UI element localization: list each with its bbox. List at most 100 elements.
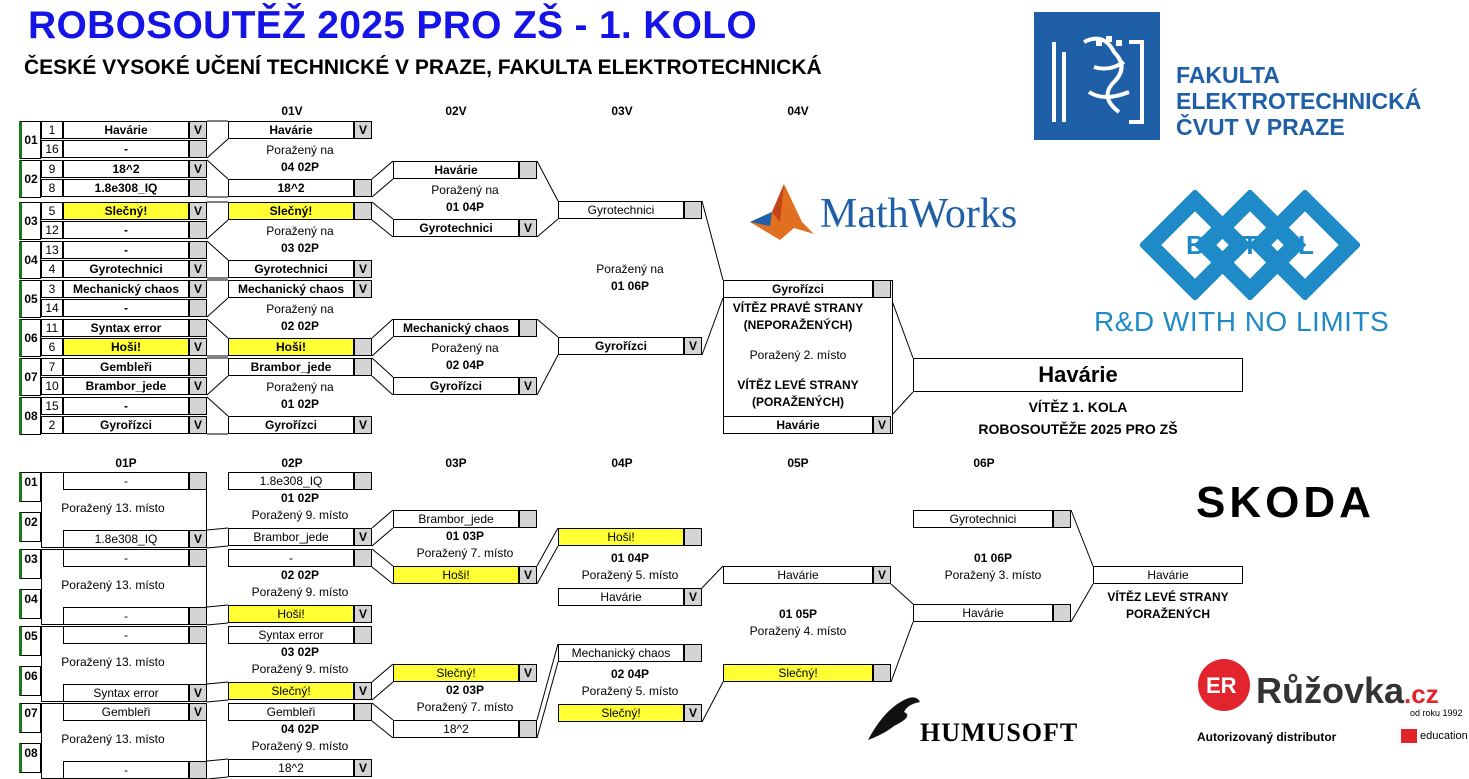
team-cell[interactable]: 1.8e308_IQ xyxy=(228,472,354,490)
seed-number: 1 xyxy=(41,121,63,139)
loser-note: Poražený na xyxy=(431,341,499,355)
team-cell[interactable]: Havárie xyxy=(723,416,873,434)
team-cell[interactable]: Hoši! xyxy=(393,566,519,584)
connector-line xyxy=(206,375,229,396)
win-marker: V xyxy=(519,566,537,584)
team-cell[interactable]: Havárie xyxy=(228,121,354,139)
team-cell[interactable]: Havárie xyxy=(913,604,1053,622)
team-cell[interactable]: Syntax error xyxy=(63,684,189,702)
connector-line xyxy=(206,681,229,685)
team-cell[interactable]: - xyxy=(63,221,189,239)
win-marker: V xyxy=(873,566,891,584)
champion-cell[interactable]: Havárie xyxy=(913,358,1243,392)
team-cell[interactable]: Gyrotechnici xyxy=(63,260,189,278)
match-number: 02 xyxy=(19,160,41,198)
connector-line xyxy=(371,509,394,529)
team-cell[interactable]: - xyxy=(63,761,189,779)
team-cell[interactable]: Gyrotechnici xyxy=(393,219,519,237)
loser-dest: 01 06P xyxy=(610,279,650,293)
team-cell[interactable]: Gyrořízci xyxy=(63,416,189,434)
team-cell[interactable]: Gyrotechnici xyxy=(558,201,684,219)
team-cell[interactable]: Havárie xyxy=(558,588,684,606)
connector-line xyxy=(371,178,394,198)
label: Poražený 2. místo xyxy=(749,348,847,362)
seed-number: 15 xyxy=(41,397,63,415)
team-cell[interactable]: Slečný! xyxy=(558,704,684,722)
page-title: ROBOSOUTĚŽ 2025 PRO ZŠ - 1. KOLO xyxy=(28,4,758,47)
team-cell[interactable]: - xyxy=(63,472,189,490)
team-cell[interactable]: Hoši! xyxy=(228,338,354,356)
team-cell[interactable]: 18^2 xyxy=(228,759,354,777)
team-cell[interactable]: Gyrořízci xyxy=(228,416,354,434)
team-cell[interactable]: Havárie xyxy=(63,121,189,139)
team-cell[interactable]: Mechanický chaos xyxy=(558,644,684,662)
team-cell[interactable]: Mechanický chaos xyxy=(228,280,354,298)
connector-line xyxy=(701,681,724,723)
team-cell[interactable]: - xyxy=(63,397,189,415)
team-cell[interactable]: 18^2 xyxy=(63,160,189,178)
team-cell[interactable]: 18^2 xyxy=(228,179,354,197)
team-cell[interactable]: Gyrotechnici xyxy=(228,260,354,278)
connector-line xyxy=(371,375,394,396)
team-cell[interactable]: - xyxy=(63,299,189,317)
loser-dest: 01 02P xyxy=(280,397,320,411)
team-cell[interactable]: Slečný! xyxy=(393,664,519,682)
loser-note: Poražený na xyxy=(431,183,499,197)
seed-number: 16 xyxy=(41,140,63,158)
team-cell[interactable]: Havárie xyxy=(723,566,873,584)
team-cell[interactable]: Hoši! xyxy=(558,528,684,546)
champion-label: ROBOSOUTĚŽE 2025 PRO ZŠ xyxy=(978,421,1178,437)
team-cell[interactable]: Mechanický chaos xyxy=(63,280,189,298)
team-cell[interactable]: - xyxy=(63,140,189,158)
team-cell[interactable]: - xyxy=(228,549,354,567)
connector-line xyxy=(206,699,229,703)
round-header: 03P xyxy=(445,456,467,470)
seed-number: 10 xyxy=(41,377,63,395)
win-marker xyxy=(189,626,207,644)
team-cell[interactable]: Hoši! xyxy=(228,605,354,623)
team-cell[interactable]: Havárie xyxy=(393,161,519,179)
team-cell[interactable]: - xyxy=(63,241,189,259)
win-marker xyxy=(189,472,207,490)
connector-line xyxy=(536,354,559,396)
round-header: 06P xyxy=(973,456,995,470)
team-cell[interactable]: - xyxy=(63,549,189,567)
team-cell[interactable]: Gyrořízci xyxy=(723,280,873,298)
team-cell[interactable]: Slečný! xyxy=(723,664,873,682)
team-cell[interactable]: Gyrořízci xyxy=(393,377,519,395)
team-cell[interactable]: - xyxy=(63,626,189,644)
team-cell[interactable]: 18^2 xyxy=(393,720,519,738)
win-marker xyxy=(189,179,207,197)
team-cell[interactable]: Slečný! xyxy=(228,682,354,700)
connector-line xyxy=(536,643,559,721)
team-cell[interactable]: Hoši! xyxy=(63,338,189,356)
team-cell[interactable]: Brambor_jede xyxy=(63,377,189,395)
team-cell[interactable]: Brambor_jede xyxy=(393,510,519,528)
team-cell[interactable]: Gembleři xyxy=(63,703,189,721)
team-cell[interactable]: Gembleři xyxy=(63,358,189,376)
connector-line xyxy=(536,527,559,567)
win-marker: V xyxy=(189,260,207,278)
win-marker: V xyxy=(354,260,372,278)
team-cell[interactable]: Syntax error xyxy=(228,626,354,644)
team-cell[interactable]: Gyrotechnici xyxy=(913,510,1053,528)
team-cell[interactable]: - xyxy=(63,607,189,625)
team-cell[interactable]: Gyrořízci xyxy=(558,337,684,355)
team-cell[interactable]: Gembleři xyxy=(228,703,354,721)
connector-line xyxy=(206,545,229,549)
team-cell[interactable]: Brambor_jede xyxy=(228,528,354,546)
match-number: 07 xyxy=(19,703,41,733)
round-header: 05P xyxy=(787,456,809,470)
team-cell[interactable]: Havárie xyxy=(1093,566,1243,584)
team-cell[interactable]: Syntax error xyxy=(63,319,189,337)
match-number: 08 xyxy=(19,397,41,435)
team-cell[interactable]: Slečný! xyxy=(228,202,354,220)
team-cell[interactable]: Slečný! xyxy=(63,202,189,220)
team-cell[interactable]: Brambor_jede xyxy=(228,358,354,376)
team-cell[interactable]: Mechanický chaos xyxy=(393,319,519,337)
svg-text:ER: ER xyxy=(1206,673,1237,698)
win-marker: V xyxy=(684,704,702,722)
team-cell[interactable]: 1.8e308_IQ xyxy=(63,179,189,197)
team-cell[interactable]: 1.8e308_IQ xyxy=(63,530,189,548)
connector-line xyxy=(701,200,724,281)
